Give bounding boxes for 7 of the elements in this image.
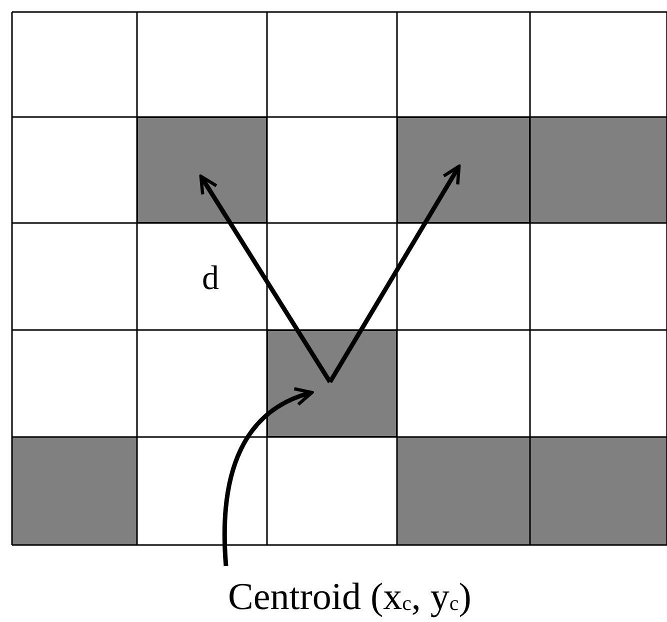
arrow	[199, 174, 332, 384]
shaded-cell	[137, 117, 267, 223]
edge-label: d	[202, 262, 219, 296]
shaded-cell	[267, 330, 397, 437]
arrow	[328, 164, 461, 384]
shaded-cell	[397, 117, 530, 223]
leader-arrow	[222, 388, 314, 566]
